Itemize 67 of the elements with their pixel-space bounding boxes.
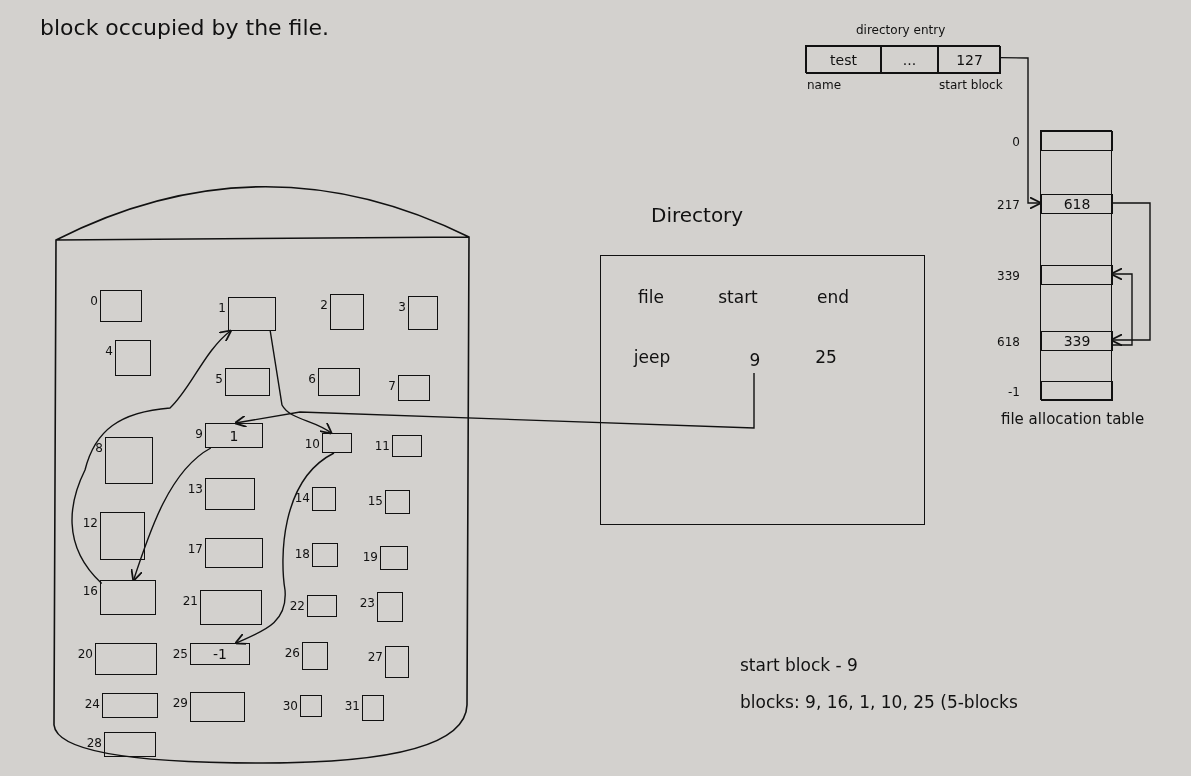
cell-text: jeep [633, 349, 671, 365]
row-index: -1 [1008, 384, 1020, 400]
row-index: 0 [1012, 134, 1020, 150]
cell-text: ... [902, 52, 917, 68]
table-title: Directory [651, 204, 744, 226]
row-index: 618 [997, 334, 1020, 350]
block-number: 27 [367, 649, 383, 665]
block-number: 14 [294, 490, 310, 506]
block-number: 19 [362, 549, 378, 565]
block-number: 23 [359, 595, 375, 611]
block-number: 20 [77, 646, 93, 662]
block-number: 1 [218, 300, 226, 316]
arrow [269, 330, 333, 435]
row-index: 217 [997, 197, 1020, 213]
cell-text: file [638, 289, 664, 305]
block-number: 28 [86, 735, 102, 751]
block-number: 0 [90, 293, 98, 309]
block-number: 10 [304, 436, 320, 452]
block-number: 6 [308, 371, 316, 387]
note-text: blocks: 9, 16, 1, 10, 25 (5-blocks [740, 692, 1018, 713]
note-text: block occupied by the file. [40, 15, 330, 41]
block-number: 25 [172, 646, 188, 662]
block-number: 16 [82, 583, 98, 599]
block-number: 31 [344, 698, 360, 714]
arrow [71, 329, 233, 585]
pointer-value: -1 [213, 646, 227, 662]
arrow [1110, 202, 1151, 347]
block-number: 22 [289, 598, 305, 614]
cell-text: 25 [815, 349, 837, 365]
block-number: 26 [284, 645, 300, 661]
row-index: 339 [997, 268, 1020, 284]
block-number: 24 [84, 696, 100, 712]
block-number: 7 [388, 378, 396, 394]
block-number: 4 [105, 343, 113, 359]
arrow [130, 447, 212, 582]
block-number: 5 [215, 371, 223, 387]
cell-text: 9 [749, 352, 761, 368]
field-caption: name [807, 77, 842, 93]
arrow [999, 56, 1042, 210]
cell-text: end [817, 289, 849, 305]
cell-text: start [718, 289, 758, 305]
block-number: 2 [320, 297, 328, 313]
note-text: start block - 9 [740, 655, 858, 676]
entry-field [881, 46, 938, 74]
cell-text: 618 [1063, 196, 1091, 212]
block-number: 17 [187, 541, 203, 557]
arrow [1110, 267, 1133, 346]
cell-text: 339 [1063, 333, 1091, 349]
block-number: 21 [182, 593, 198, 609]
block-number: 9 [195, 426, 203, 442]
block-number: 3 [398, 299, 406, 315]
cell-text: 127 [956, 52, 983, 68]
block-number: 12 [82, 515, 98, 531]
block-number: 11 [374, 438, 390, 454]
block-number: 8 [95, 440, 103, 456]
node-label: file allocation table [1001, 411, 1145, 427]
block-number: 29 [172, 695, 188, 711]
arrow [233, 372, 755, 429]
pointer-value: 1 [229, 427, 239, 444]
field-caption: start block [939, 77, 1003, 93]
block-number: 30 [282, 698, 298, 714]
block-number: 18 [294, 546, 310, 562]
block-number: 15 [367, 493, 383, 509]
block-number: 13 [187, 481, 203, 497]
cell-text: test [830, 52, 857, 68]
node-label: directory entry [856, 22, 946, 38]
arrow [234, 452, 335, 645]
